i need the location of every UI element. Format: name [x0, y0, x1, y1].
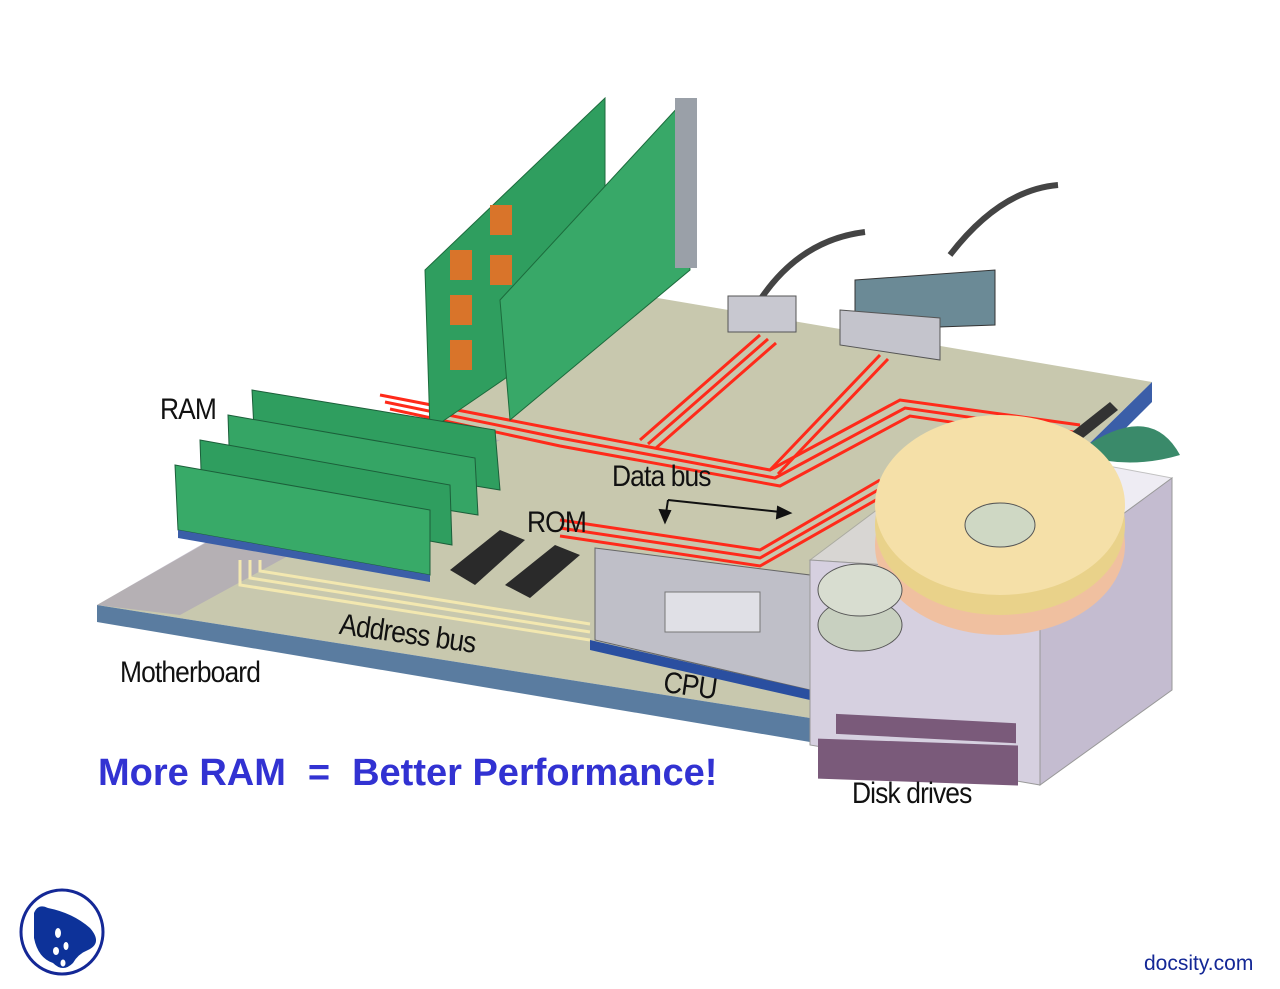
data-bus-arrows — [658, 499, 793, 525]
motherboard-label: Motherboard — [120, 656, 261, 689]
rom-label: ROM — [527, 506, 587, 539]
headline-right: Better Performance! — [352, 752, 718, 794]
headline-left: More RAM — [98, 752, 286, 794]
docsity-link[interactable]: docsity.com — [1144, 952, 1254, 975]
cpu-label: CPU — [661, 666, 719, 707]
headline: More RAM = Better Performance! — [98, 752, 717, 795]
data-bus-lines — [379, 333, 1081, 568]
cpu — [590, 547, 811, 700]
disk-drives-label: Disk drives — [852, 777, 972, 810]
docsity-logo-icon — [19, 888, 105, 976]
ram-label: RAM — [160, 393, 217, 426]
data-bus-label: Data bus — [612, 460, 712, 493]
address-bus-lines — [238, 560, 591, 642]
rom-chips — [450, 530, 580, 598]
disk-drives — [808, 415, 1174, 786]
connectors — [727, 182, 1180, 463]
ram-modules — [174, 389, 501, 582]
headline-equals: = — [307, 752, 331, 794]
expansion-cards — [424, 96, 697, 431]
